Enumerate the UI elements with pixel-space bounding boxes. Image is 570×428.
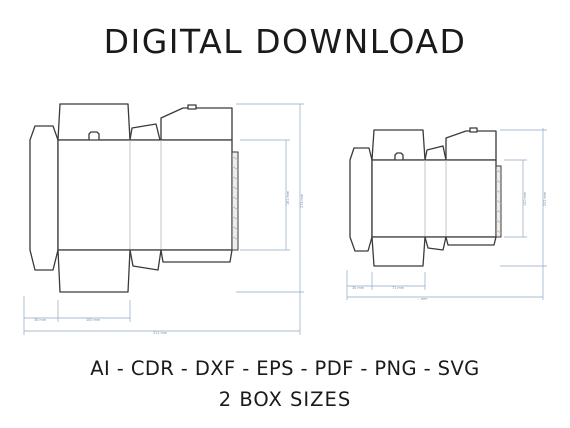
large-dim-total-height: 274 mm — [300, 193, 304, 208]
large-glue-flap — [29, 125, 59, 271]
large-side-strip — [231, 151, 239, 251]
small-top-dust-flap-left — [424, 145, 447, 161]
large-dim-body-height: 161 mm — [286, 190, 290, 205]
large-top-dust-flap-left — [129, 123, 161, 141]
large-top-dust-flap-right — [160, 107, 233, 141]
small-dimensions: 30 mm 71 mm – mm 120 mm 202 mm — [346, 128, 547, 301]
small-dim-panel-width: 71 mm — [392, 286, 405, 290]
page-title: DIGITAL DOWNLOAD — [103, 22, 467, 61]
small-dim-total-height: 202 mm — [543, 191, 547, 206]
small-glue-flap — [349, 147, 373, 252]
large-hang-tab — [187, 104, 197, 110]
large-box-body — [57, 139, 233, 251]
large-bottom-tuck-flap — [57, 249, 131, 293]
large-lock-tab — [88, 131, 100, 140]
large-dim-glue-flap: 30 mm — [34, 318, 47, 322]
small-top-dust-flap-right — [445, 130, 497, 161]
large-bottom-flap-right — [160, 249, 233, 263]
small-bottom-flap-right — [445, 236, 497, 246]
small-bottom-dust-flap — [424, 236, 447, 251]
small-hang-tab — [469, 127, 478, 133]
large-dim-total-width: 311 mm — [153, 331, 168, 335]
small-lock-tab — [394, 152, 404, 160]
large-box-template: 30 mm 100 mm 311 mm 161 mm 274 mm — [23, 103, 304, 335]
small-box-body — [371, 159, 497, 238]
large-bottom-dust-flap — [129, 249, 162, 271]
small-dim-glue-flap: 30 mm — [352, 286, 365, 290]
large-dimensions: 30 mm 100 mm 311 mm 161 mm 274 mm — [23, 103, 304, 335]
box-sizes-label: 2 BOX SIZES — [218, 388, 352, 411]
small-box-template: 30 mm 71 mm – mm 120 mm 202 mm — [346, 127, 547, 301]
large-dim-panel-width: 100 mm — [86, 318, 101, 322]
small-bottom-tuck-flap — [371, 236, 426, 267]
small-dim-total-width: – mm — [418, 297, 428, 301]
small-dim-body-height: 120 mm — [523, 191, 527, 206]
file-formats: AI - CDR - DXF - EPS - PDF - PNG - SVG — [90, 357, 480, 380]
